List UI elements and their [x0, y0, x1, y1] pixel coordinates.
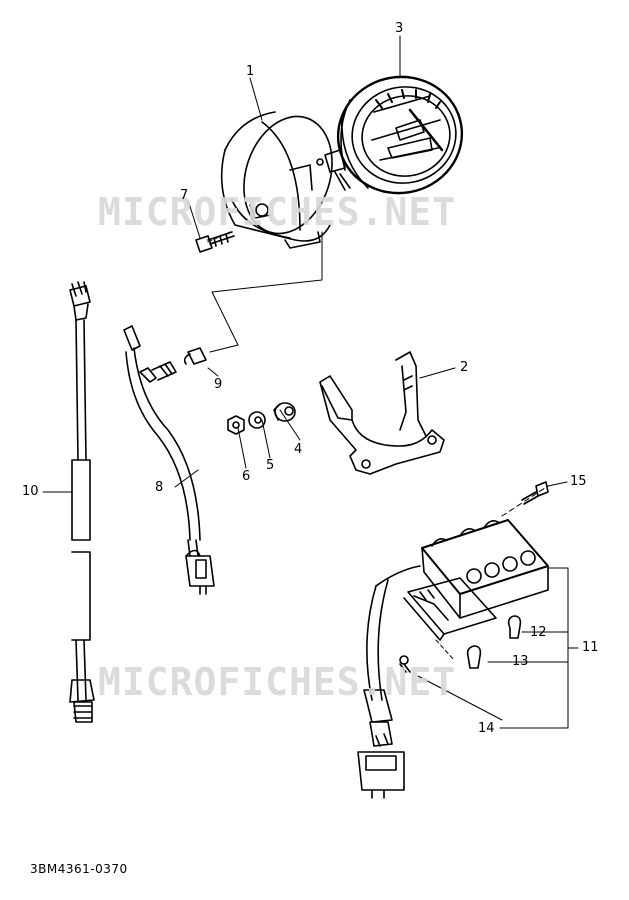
screw-15 [521, 481, 549, 505]
callout-1: 1 [246, 64, 255, 79]
callout-6: 6 [242, 469, 251, 484]
bracket-2 [319, 351, 445, 475]
callout-2: 2 [460, 360, 469, 375]
speedometer-cable-10 [69, 281, 95, 723]
screw-14 [399, 655, 411, 673]
watermark-bottom: MICROFICHES.NET [98, 660, 457, 704]
screw-7 [195, 231, 235, 253]
callout-10: 10 [22, 484, 39, 499]
leader-lines [42, 35, 579, 729]
bulb-socket-9 [183, 347, 207, 365]
callout-14: 14 [478, 721, 495, 736]
bulb-13 [466, 645, 482, 669]
washer-4 [273, 402, 296, 422]
diagram-part-code: 3BM4361-0370 [30, 862, 128, 876]
speedometer [316, 75, 464, 195]
watermark-top: MICROFICHES.NET [98, 190, 457, 234]
callout-12: 12 [530, 625, 547, 640]
callout-9: 9 [214, 377, 223, 392]
indicator-unit-11 [357, 519, 549, 799]
callout-8: 8 [155, 480, 164, 495]
callout-13: 13 [512, 654, 529, 669]
callout-5: 5 [266, 458, 275, 473]
callout-11: 11 [582, 640, 599, 655]
nut-6 [227, 415, 245, 435]
callout-7: 7 [180, 188, 189, 203]
callout-4: 4 [294, 442, 303, 457]
washer-5 [248, 411, 266, 429]
callout-3: 3 [395, 21, 404, 36]
bulb-12 [507, 615, 522, 639]
callout-15: 15 [570, 474, 587, 489]
lamp-harness-8 [123, 325, 215, 595]
